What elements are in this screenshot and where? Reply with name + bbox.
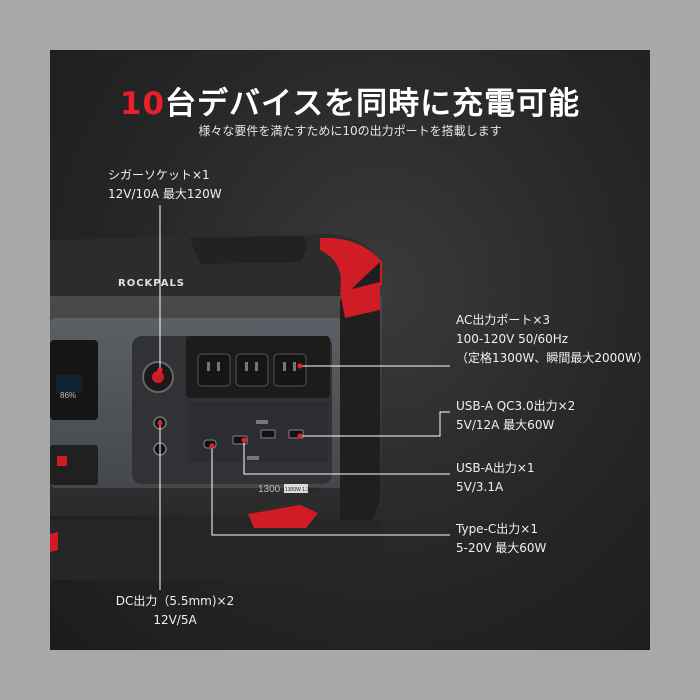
headline-number: 10 <box>119 86 166 122</box>
usb-a-title: USB-A出力×1 <box>456 461 535 475</box>
subheadline: 様々な要件を満たすために10の出力ポートを搭載します <box>198 124 502 138</box>
ac-title: AC出力ポート×3 <box>456 313 551 327</box>
ac-label: AC出力ポート×3 100-120V 50/60Hz （定格1300W、瞬間最大… <box>456 311 649 368</box>
battery-display: 86% <box>60 391 76 400</box>
usb-qc-port-1 <box>260 429 276 439</box>
red-foot-right <box>248 505 318 528</box>
headline-text: 台デバイスを同時に充電可能 <box>165 86 581 122</box>
dc-title: DC出力（5.5mm)×2 <box>115 594 235 608</box>
brand-logo: ROCKPALS <box>118 278 185 289</box>
ac-spec: 100-120V 50/60Hz <box>456 332 569 346</box>
usb-qc-spec: 5V/12A 最大60W <box>456 418 555 432</box>
ac-note: （定格1300W、瞬間最大2000W） <box>456 351 649 365</box>
cigar-title: シガーソケット×1 <box>108 168 210 182</box>
type-c-callout-line <box>211 446 450 536</box>
usb-qc-label: USB-A QC3.0出力×2 5V/12A 最大60W <box>456 397 575 435</box>
usb-qc-callout-line <box>300 411 450 437</box>
usb-a-spec: 5V/3.1A <box>456 480 504 494</box>
headline: 10台デバイスを同時に充電可能 <box>50 78 650 123</box>
usb-a-callout-line <box>243 440 450 475</box>
type-c-label: Type-C出力×1 5-20V 最大60W <box>456 520 546 558</box>
usb-a-label: USB-A出力×1 5V/3.1A <box>456 459 535 497</box>
model-badge-sub: 1300W 1.3kWh <box>285 487 319 493</box>
cigar-label: シガーソケット×1 12V/10A 最大120W <box>108 166 222 204</box>
cigar-spec: 12V/10A 最大120W <box>108 187 222 201</box>
type-c-title: Type-C出力×1 <box>456 522 538 536</box>
dc-label: DC出力（5.5mm)×2 12V/5A <box>110 592 240 630</box>
type-c-spec: 5-20V 最大60W <box>456 541 547 555</box>
dc-spec: 12V/5A <box>153 613 197 627</box>
usb-qc-title: USB-A QC3.0出力×2 <box>456 399 576 413</box>
model-badge: 1300 <box>258 484 281 495</box>
